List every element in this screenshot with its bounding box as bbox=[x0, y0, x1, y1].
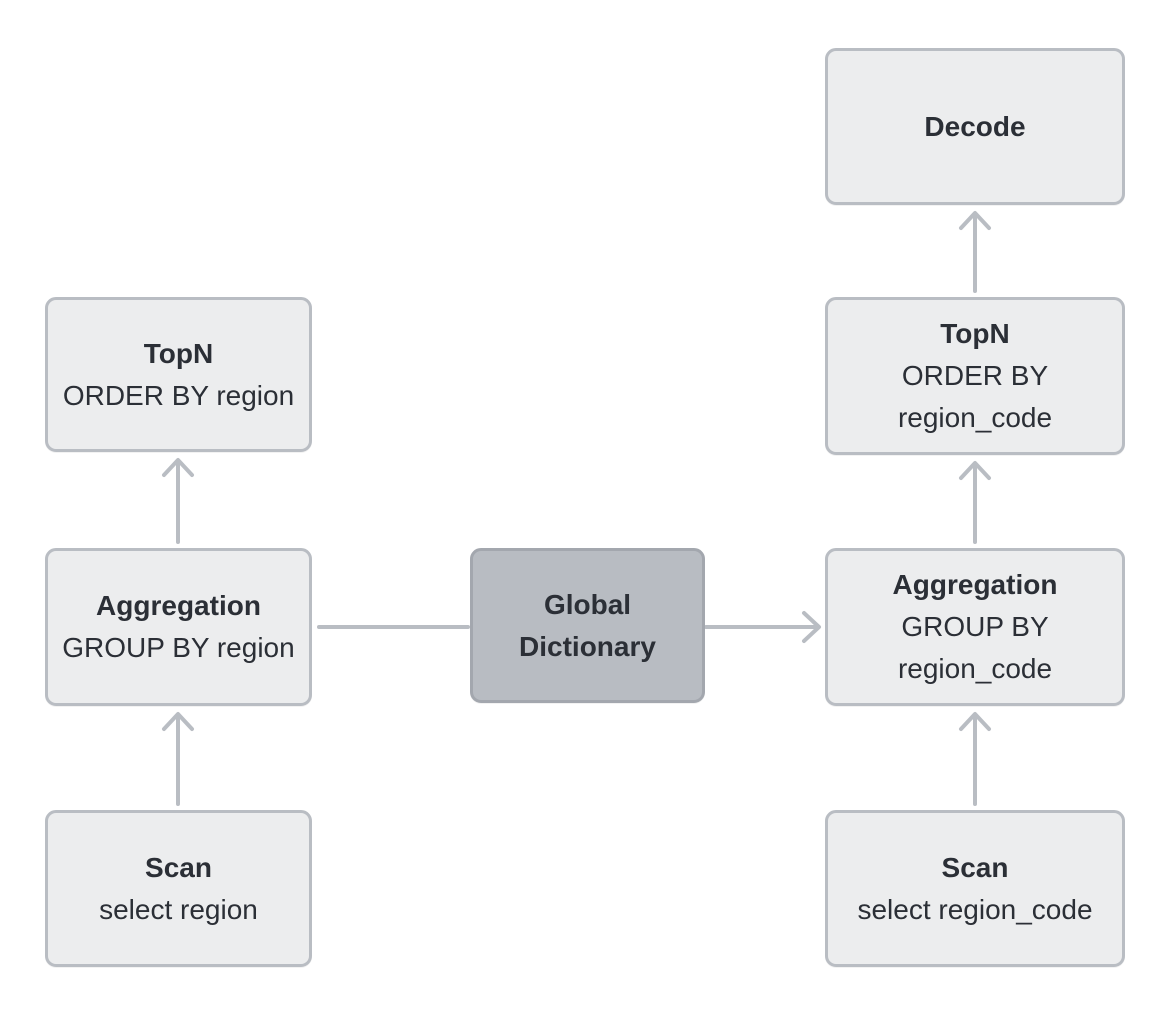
node-title: Scan bbox=[941, 851, 1009, 883]
node-title: TopN bbox=[143, 337, 214, 369]
node-scan-right: Scan select region_code bbox=[825, 810, 1125, 967]
node-subtitle: GROUP BY region_code bbox=[897, 611, 1053, 684]
node-title: Global Dictionary bbox=[519, 588, 656, 662]
node-subtitle: GROUP BY region bbox=[62, 632, 295, 663]
node-title: Decode bbox=[924, 110, 1026, 142]
node-aggregation-left: Aggregation GROUP BY region bbox=[45, 548, 312, 706]
node-aggregation-right: Aggregation GROUP BY region_code bbox=[825, 548, 1125, 706]
arrow-up-icon bbox=[959, 712, 991, 806]
node-topn-left: TopN ORDER BY region bbox=[45, 297, 312, 452]
node-title: Aggregation bbox=[892, 569, 1058, 600]
node-global-dictionary: Global Dictionary bbox=[470, 548, 705, 703]
node-title: Aggregation bbox=[96, 590, 261, 621]
node-title: Scan bbox=[145, 851, 212, 883]
node-subtitle: ORDER BY region_code bbox=[897, 360, 1053, 433]
node-subtitle: select region_code bbox=[857, 893, 1093, 925]
node-topn-right: TopN ORDER BY region_code bbox=[825, 297, 1125, 455]
arrow-up-icon bbox=[162, 458, 194, 544]
node-title: TopN bbox=[940, 318, 1010, 349]
node-subtitle: ORDER BY region bbox=[62, 379, 295, 411]
node-subtitle: select region bbox=[99, 893, 258, 925]
arrow-up-icon bbox=[959, 461, 991, 544]
arrow-up-icon bbox=[959, 211, 991, 293]
arrow-right-icon bbox=[704, 611, 821, 643]
node-scan-left: Scan select region bbox=[45, 810, 312, 967]
node-decode: Decode bbox=[825, 48, 1125, 205]
arrow-up-icon bbox=[162, 712, 194, 806]
